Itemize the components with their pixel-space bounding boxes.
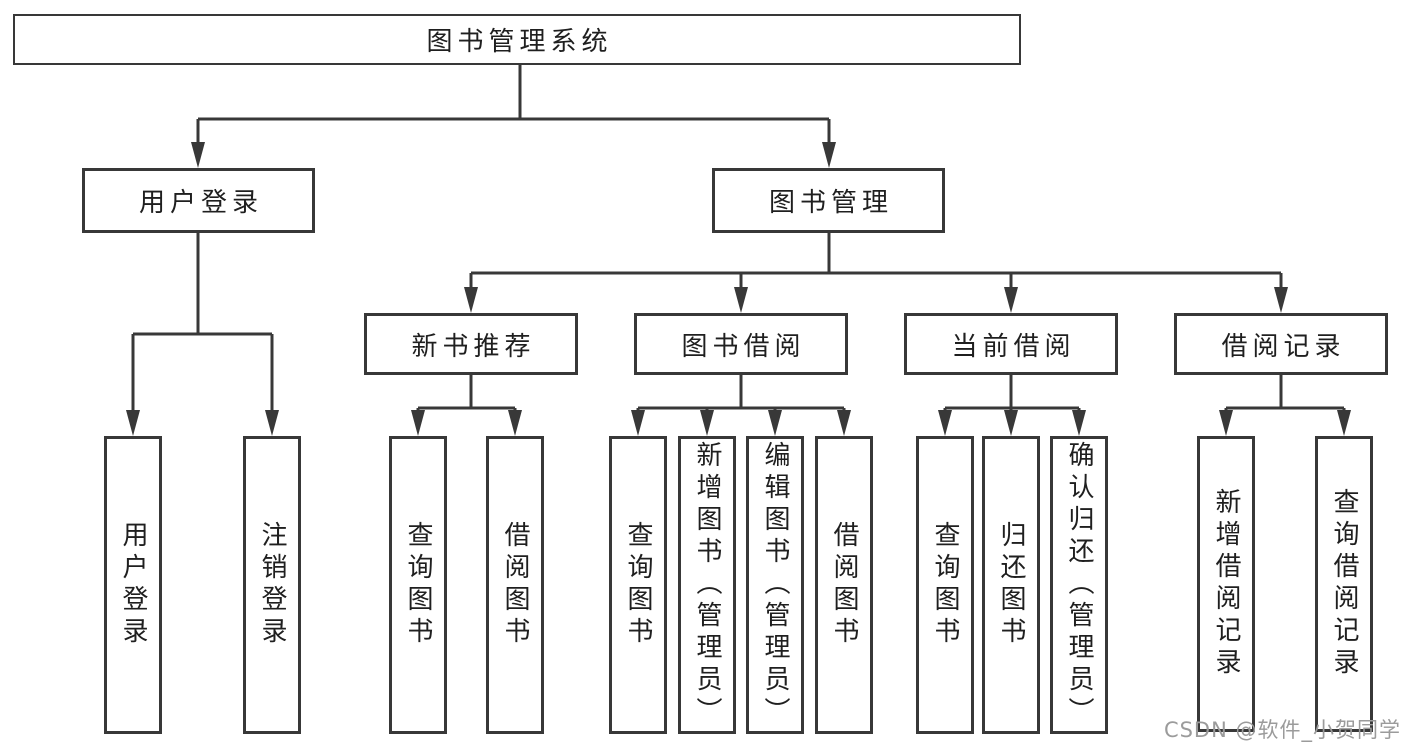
node-user-login-label: 用户登录: [138, 188, 263, 218]
node-root-label: 图书管理系统: [426, 27, 613, 57]
node-book-management: 图书管理: [712, 168, 945, 233]
leaf-user-login-label: 用户登录: [118, 521, 148, 649]
node-book-borrowing-label: 图书借阅: [681, 331, 806, 362]
leaf-logout-login: 注销登录: [243, 436, 301, 734]
leaf-query-books-current: 查询图书: [916, 436, 974, 734]
node-current-borrowing-label: 当前借阅: [951, 331, 1076, 362]
node-new-book-recommend-label: 新书推荐: [411, 331, 536, 362]
leaf-edit-books-admin-label: 编辑图书（管理员）: [760, 441, 790, 729]
leaf-query-borrow-record: 查询借阅记录: [1315, 436, 1373, 732]
leaf-query-borrow-record-label: 查询借阅记录: [1329, 488, 1359, 680]
leaf-add-books-admin: 新增图书（管理员）: [678, 436, 736, 734]
leaf-add-borrow-record-label: 新增借阅记录: [1211, 488, 1241, 680]
node-new-book-recommend: 新书推荐: [364, 313, 578, 375]
leaf-query-books-borrowing: 查询图书: [609, 436, 667, 734]
leaf-confirm-return-admin: 确认归还（管理员）: [1050, 436, 1108, 734]
leaf-query-books-borrowing-label: 查询图书: [623, 521, 653, 649]
leaf-query-books-recommend: 查询图书: [389, 436, 447, 734]
leaf-borrow-books-borrowing: 借阅图书: [815, 436, 873, 734]
leaf-borrow-books-borrowing-label: 借阅图书: [829, 521, 859, 649]
leaf-borrow-books-recommend: 借阅图书: [486, 436, 544, 734]
node-borrowing-records: 借阅记录: [1174, 313, 1388, 375]
leaf-return-books: 归还图书: [982, 436, 1040, 734]
node-root: 图书管理系统: [13, 14, 1021, 65]
leaf-confirm-return-admin-label: 确认归还（管理员）: [1064, 441, 1094, 729]
leaf-edit-books-admin: 编辑图书（管理员）: [746, 436, 804, 734]
node-current-borrowing: 当前借阅: [904, 313, 1118, 375]
leaf-user-login: 用户登录: [104, 436, 162, 734]
node-book-management-label: 图书管理: [768, 188, 893, 218]
leaf-logout-login-label: 注销登录: [257, 521, 287, 649]
node-user-login: 用户登录: [82, 168, 315, 233]
leaf-return-books-label: 归还图书: [996, 521, 1026, 649]
csdn-watermark: CSDN @软件_小贺同学: [1163, 718, 1401, 742]
leaf-add-borrow-record: 新增借阅记录: [1197, 436, 1255, 732]
leaf-borrow-books-recommend-label: 借阅图书: [500, 521, 530, 649]
node-book-borrowing: 图书借阅: [634, 313, 848, 375]
arrowheads: [126, 142, 1351, 436]
leaf-add-books-admin-label: 新增图书（管理员）: [692, 441, 722, 729]
node-borrowing-records-label: 借阅记录: [1221, 331, 1346, 362]
leaf-query-books-recommend-label: 查询图书: [403, 521, 433, 649]
leaf-query-books-current-label: 查询图书: [930, 521, 960, 649]
